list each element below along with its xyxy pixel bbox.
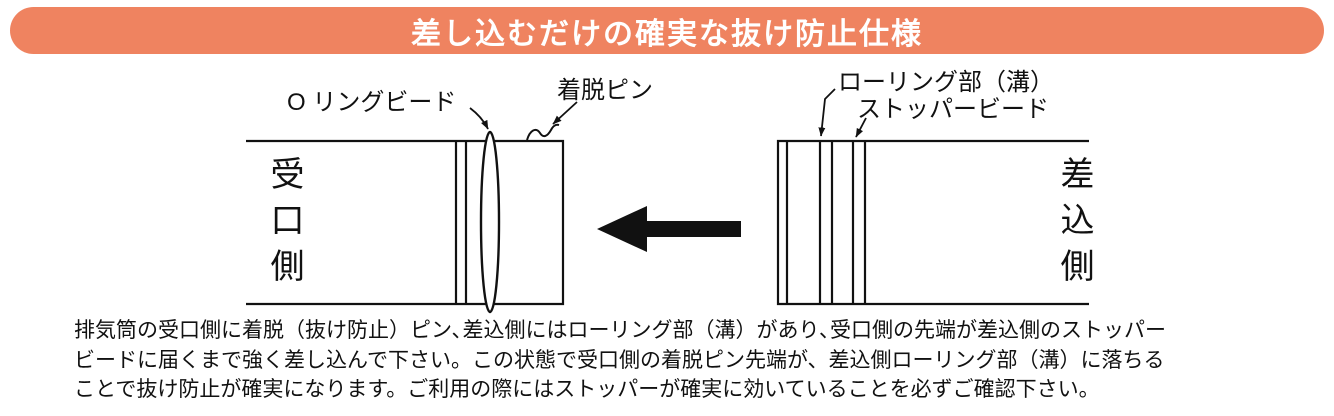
- description-text: 排気筒の受口側に着脱（抜け防止）ピン､差込側にはローリング部（溝）があり､受口側…: [74, 316, 1166, 405]
- rolling-groove-label: ローリング部（溝）: [838, 69, 1054, 96]
- page-title: 差し込むだけの確実な抜け防止仕様: [411, 17, 923, 51]
- description-line-3: ことで抜け防止が確実になります。ご利用の際にはストッパーが確実に効いていることを…: [74, 378, 1100, 401]
- description-line-2: ビードに届くまで強く差し込んで下さい。この状態で受口側の着脱ピン先端が、差込側ロ…: [74, 348, 1165, 372]
- right-pipe-shape: [776, 139, 1089, 306]
- receiving-side-label: 受口側: [265, 156, 303, 294]
- o-ring-bead-shape: [479, 130, 501, 314]
- insert-side-label: 差込側: [1055, 156, 1093, 294]
- pin-leader-arrow: [552, 101, 578, 125]
- rolling-leader-arrow: [818, 88, 836, 137]
- insertion-arrow: [597, 206, 741, 252]
- detach-pin-shape: [526, 123, 560, 141]
- o-ring-bead-label: O リングビード: [287, 89, 457, 116]
- stopper-leader-arrow: [855, 117, 867, 138]
- detach-pin-label: 着脱ピン: [557, 77, 653, 104]
- left-pipe-shape: [246, 139, 565, 306]
- title-banner: 差し込むだけの確実な抜け防止仕様: [10, 7, 1324, 54]
- description-line-1: 排気筒の受口側に着脱（抜け防止）ピン､差込側にはローリング部（溝）があり､受口側…: [74, 319, 1166, 342]
- o-ring-leader-arrow: [469, 107, 489, 130]
- stopper-bead-label: ストッパービード: [857, 96, 1049, 123]
